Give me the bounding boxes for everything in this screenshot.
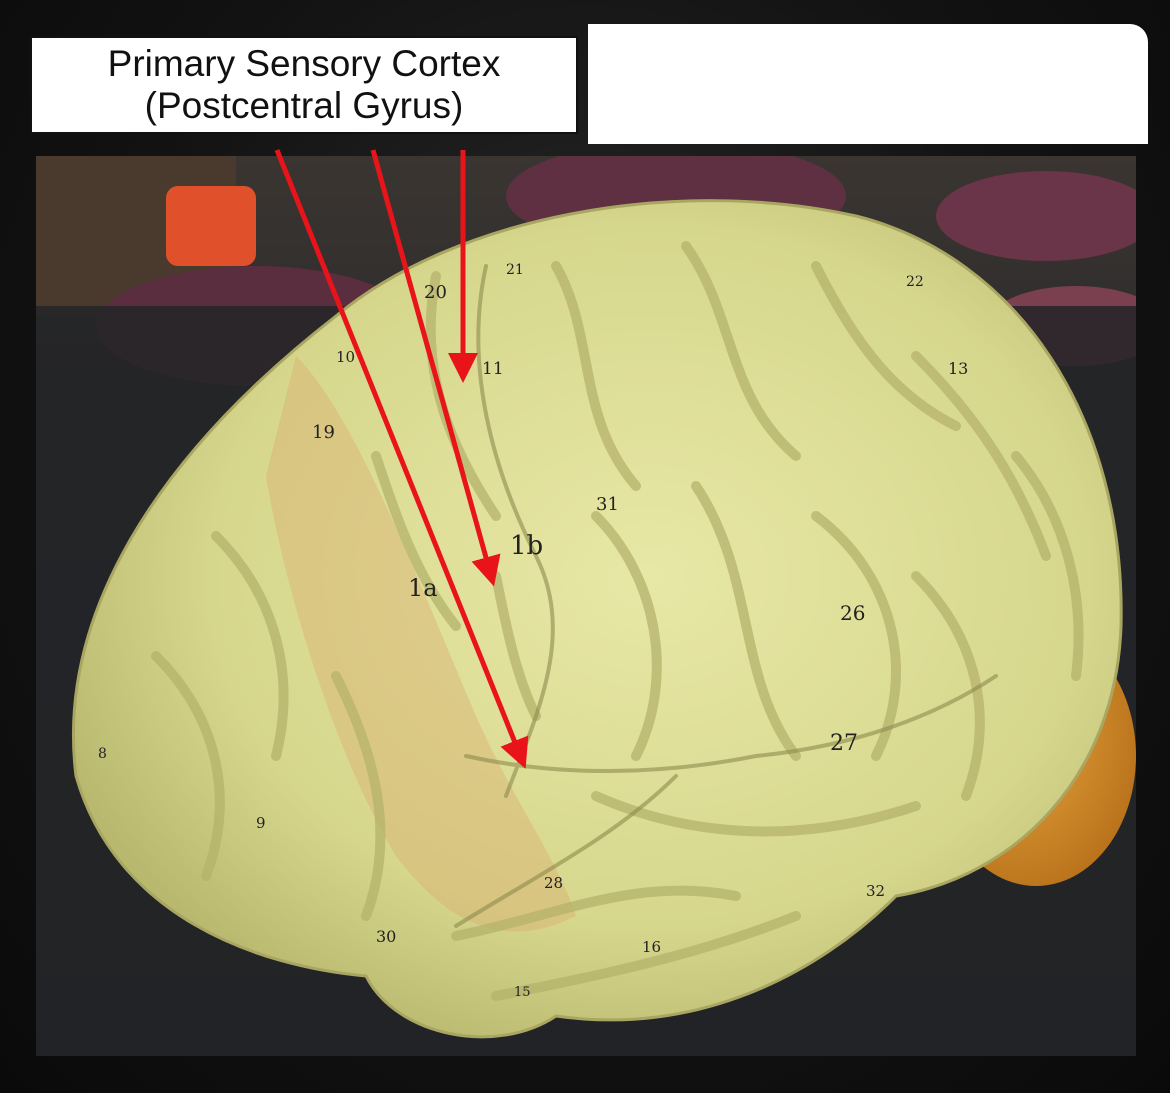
region-label-27: 27 (830, 731, 858, 756)
title-line-1: Primary Sensory Cortex (107, 43, 501, 84)
region-label-31: 31 (596, 494, 619, 515)
region-label-16: 16 (642, 938, 661, 956)
region-label-11: 11 (482, 359, 504, 379)
region-label-10: 10 (336, 348, 355, 366)
red-object (166, 186, 256, 266)
region-label-22: 22 (906, 274, 924, 290)
brain-illustration: 20 21 22 10 11 13 19 31 1b 1a 26 27 8 9 … (36, 156, 1136, 1056)
title-line-2: (Postcentral Gyrus) (144, 85, 464, 126)
region-label-28: 28 (544, 874, 563, 892)
region-label-8: 8 (98, 746, 107, 762)
region-label-32: 32 (866, 882, 885, 900)
region-label-15: 15 (514, 985, 531, 1000)
region-label-26: 26 (840, 601, 865, 625)
region-label-1a: 1a (408, 574, 438, 602)
chair-right (936, 171, 1136, 261)
brain-photo: 20 21 22 10 11 13 19 31 1b 1a 26 27 8 9 … (36, 156, 1136, 1056)
region-label-21: 21 (506, 262, 524, 278)
region-label-19: 19 (312, 422, 335, 443)
region-label-13: 13 (948, 359, 968, 378)
title-label-box: Primary Sensory Cortex (Postcentral Gyru… (30, 36, 578, 134)
region-label-9: 9 (256, 814, 266, 832)
region-label-1b: 1b (510, 531, 543, 561)
region-label-20: 20 (424, 282, 447, 303)
region-label-30: 30 (376, 927, 396, 946)
header-strip (588, 24, 1148, 144)
